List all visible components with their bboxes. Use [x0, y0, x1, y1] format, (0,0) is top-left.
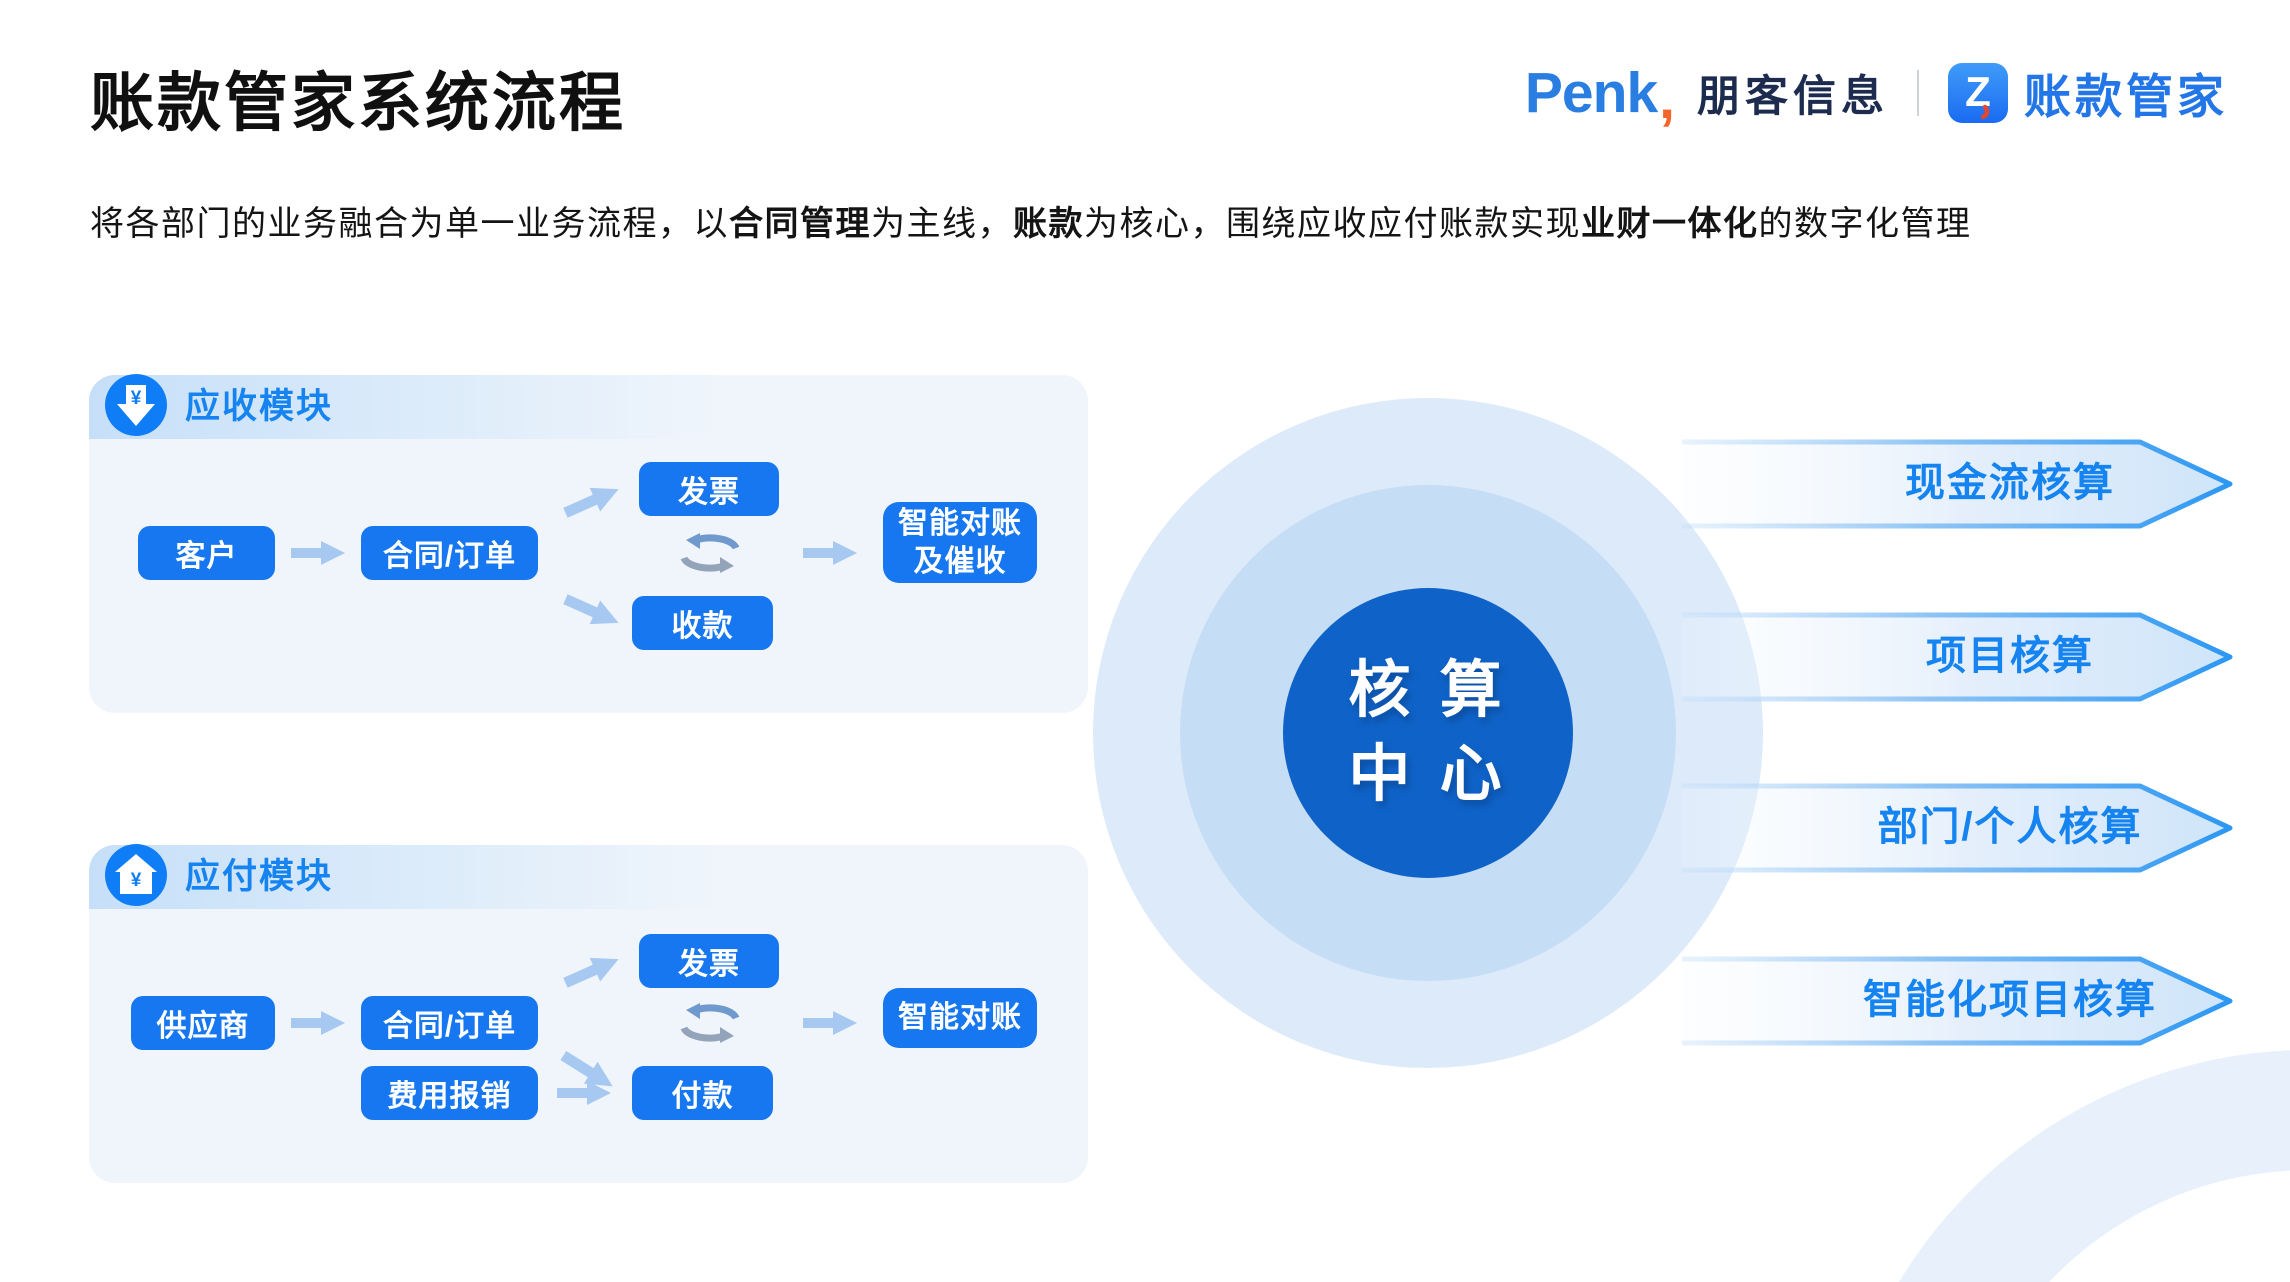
subtitle-bold-accounts: 账款 [1013, 205, 1084, 243]
receivable-module-label: 应收模块 [185, 387, 334, 426]
subtitle-bold-integration: 业财一体化 [1581, 205, 1759, 243]
receivable-module-panel: ¥ 应收模块 客户 合同/订单 发票 收款 智能对账 及催收 [89, 374, 1088, 713]
right-arrow-icon [803, 541, 857, 565]
banner-intelligent-project-accounting: 智能化项目核算 [1680, 953, 2240, 1049]
diagonal-up-arrow-icon [563, 957, 619, 988]
sync-cycle-icon [680, 533, 740, 573]
subtitle-part: 的数字化管理 [1758, 205, 1972, 243]
right-arrow-icon [291, 541, 345, 565]
yen-house-icon: ¥ [105, 844, 167, 906]
right-arrow-icon [291, 1011, 345, 1035]
banner-pennant-shape [1682, 439, 2233, 529]
page-title: 账款管家系统流程 [90, 67, 626, 139]
penk-logo: Penk [1524, 60, 1658, 125]
diagonal-down-arrow-icon [563, 594, 619, 625]
invoice-node: 发票 [639, 934, 779, 988]
banner-cash-flow-accounting: 现金流核算 [1680, 436, 2240, 532]
banner-pennant-shape [1682, 612, 2233, 702]
contract-order-node: 合同/订单 [361, 526, 538, 580]
product-app-icon: Z [1948, 62, 2008, 123]
company-name: 朋客信息 [1697, 72, 1889, 121]
logo-row: Penk , 朋客信息 Z 账款管家 [1524, 58, 2228, 131]
penk-comma-swoosh: , [1659, 66, 1675, 131]
banner-pennant-shape [1682, 956, 2233, 1046]
subtitle-part: 为核心，围绕应收应付账款实现 [1084, 205, 1581, 243]
banner-pennant-shape [1682, 783, 2233, 873]
contract-order-node: 合同/订单 [361, 996, 538, 1050]
collection-node: 收款 [632, 596, 773, 650]
right-arrow-icon [557, 1081, 611, 1105]
accounting-center-circle: 核 算中 心 [1283, 588, 1573, 878]
diagonal-down-arrow-icon [560, 1051, 613, 1087]
payable-header-strip [89, 845, 729, 909]
svg-text:¥: ¥ [131, 388, 142, 409]
banner-department-personal-accounting: 部门/个人核算 [1680, 780, 2240, 876]
right-arrow-icon [803, 1011, 857, 1035]
diagonal-up-arrow-icon [563, 487, 619, 518]
banner-project-accounting: 项目核算 [1680, 609, 2240, 705]
accounting-center-label: 核 算中 心 [1348, 656, 1508, 809]
payable-module-panel: ¥ 应付模块 供应商 合同/订单 发票 费用报销 付款 智能对账 [89, 844, 1088, 1183]
sync-cycle-icon [680, 1003, 740, 1043]
product-name: 账款管家 [2024, 70, 2228, 123]
app-icon-red-accent [1980, 104, 1990, 119]
smart-reconciliation-collection-node: 智能对账 及催收 [883, 502, 1037, 583]
expense-claim-node: 费用报销 [361, 1066, 538, 1120]
payment-node: 付款 [632, 1066, 773, 1120]
receivable-header-strip [89, 375, 729, 439]
customer-node: 客户 [138, 526, 275, 580]
smart-reconciliation-node: 智能对账 [883, 988, 1037, 1048]
logo-divider [1917, 69, 1919, 116]
subtitle: 将各部门的业务融合为单一业务流程，以合同管理为主线，账款为核心，围绕应收应付账款… [90, 196, 1972, 245]
subtitle-part: 为主线， [871, 205, 1013, 243]
svg-text:¥: ¥ [131, 870, 142, 891]
supplier-node: 供应商 [131, 996, 275, 1050]
subtitle-bold-contract-management: 合同管理 [729, 205, 871, 243]
invoice-node: 发票 [639, 462, 779, 516]
yen-down-arrow-icon: ¥ [105, 374, 167, 436]
payable-module-label: 应付模块 [185, 857, 334, 896]
subtitle-part: 将各部门的业务融合为单一业务流程，以 [90, 205, 729, 243]
